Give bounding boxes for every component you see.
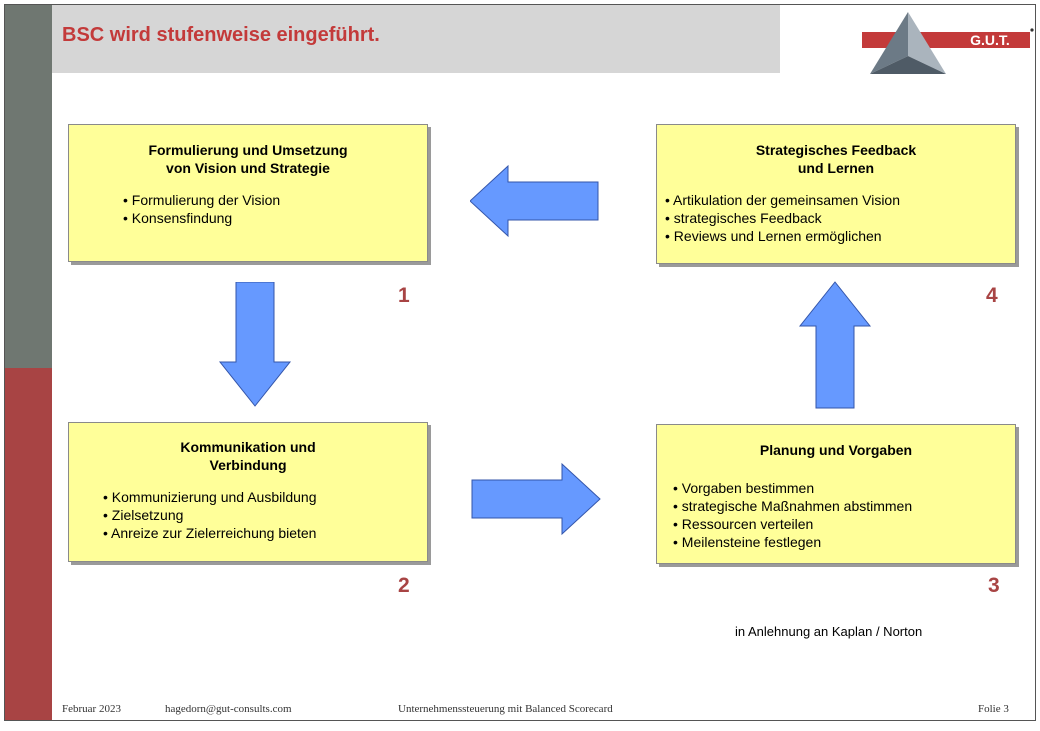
step-box-4: Strategisches Feedback und Lernen Artiku… xyxy=(656,124,1016,264)
arrow-down-icon xyxy=(218,282,292,407)
footer-topic: Unternehmenssteuerung mit Balanced Score… xyxy=(398,703,613,715)
step-2-title-line2: Verbindung xyxy=(209,457,287,473)
step-box-3: Planung und Vorgaben Vorgaben bestimmen … xyxy=(656,424,1016,564)
step-number-2: 2 xyxy=(398,574,410,597)
step-4-title-line1: Strategisches Feedback xyxy=(755,142,917,158)
source-credit: in Anlehnung an Kaplan / Norton xyxy=(735,624,923,639)
footer-date: Februar 2023 xyxy=(62,703,121,715)
slide-title: BSC wird stufenweise eingeführt. xyxy=(62,24,380,46)
gut-logo-icon: G.U.T. xyxy=(862,12,1034,74)
list-item: Formulierung der Vision xyxy=(123,191,427,209)
list-item: strategisches Feedback xyxy=(665,209,1015,227)
sidebar-gray-bar xyxy=(5,5,52,368)
footer-email: hagedorn@gut-consults.com xyxy=(165,703,292,715)
logo-text: G.U.T. xyxy=(970,32,1010,48)
list-item: Zielsetzung xyxy=(103,506,427,524)
step-3-title-line1: Planung und Vorgaben xyxy=(759,442,913,458)
list-item: Anreize zur Zielerreichung bieten xyxy=(103,524,427,542)
footer-page: Folie 3 xyxy=(978,703,1009,715)
step-4-title-line2: und Lernen xyxy=(797,160,875,176)
list-item: Konsensfindung xyxy=(123,209,427,227)
list-item: strategische Maßnahmen abstimmen xyxy=(673,497,1015,515)
arrow-up-icon xyxy=(798,281,872,409)
list-item: Kommunizierung und Ausbildung xyxy=(103,488,427,506)
step-box-2: Kommunikation und Verbindung Kommunizier… xyxy=(68,422,428,562)
step-3-list: Vorgaben bestimmen strategische Maßnahme… xyxy=(673,479,1015,551)
step-box-1: Formulierung und Umsetzung von Vision un… xyxy=(68,124,428,262)
list-item: Meilensteine festlegen xyxy=(673,533,1015,551)
list-item: Reviews und Lernen ermöglichen xyxy=(665,227,1015,245)
arrow-left-icon xyxy=(470,164,599,238)
step-2-title-line1: Kommunikation und xyxy=(180,439,316,455)
arrow-right-icon xyxy=(471,462,601,536)
list-item: Ressourcen verteilen xyxy=(673,515,1015,533)
step-1-title-line1: Formulierung und Umsetzung xyxy=(148,142,348,158)
step-1-list: Formulierung der Vision Konsensfindung xyxy=(123,191,427,227)
step-4-list: Artikulation der gemeinsamen Vision stra… xyxy=(665,191,1015,245)
list-item: Artikulation der gemeinsamen Vision xyxy=(665,191,1015,209)
sidebar-red-bar xyxy=(5,368,52,720)
step-1-title-line2: von Vision und Strategie xyxy=(166,160,330,176)
step-number-1: 1 xyxy=(398,284,410,307)
list-item: Vorgaben bestimmen xyxy=(673,479,1015,497)
slide-frame xyxy=(4,4,1036,721)
title-band xyxy=(52,5,780,73)
step-2-list: Kommunizierung und Ausbildung Zielsetzun… xyxy=(103,488,427,542)
step-number-3: 3 xyxy=(988,574,1000,597)
step-number-4: 4 xyxy=(986,284,998,307)
